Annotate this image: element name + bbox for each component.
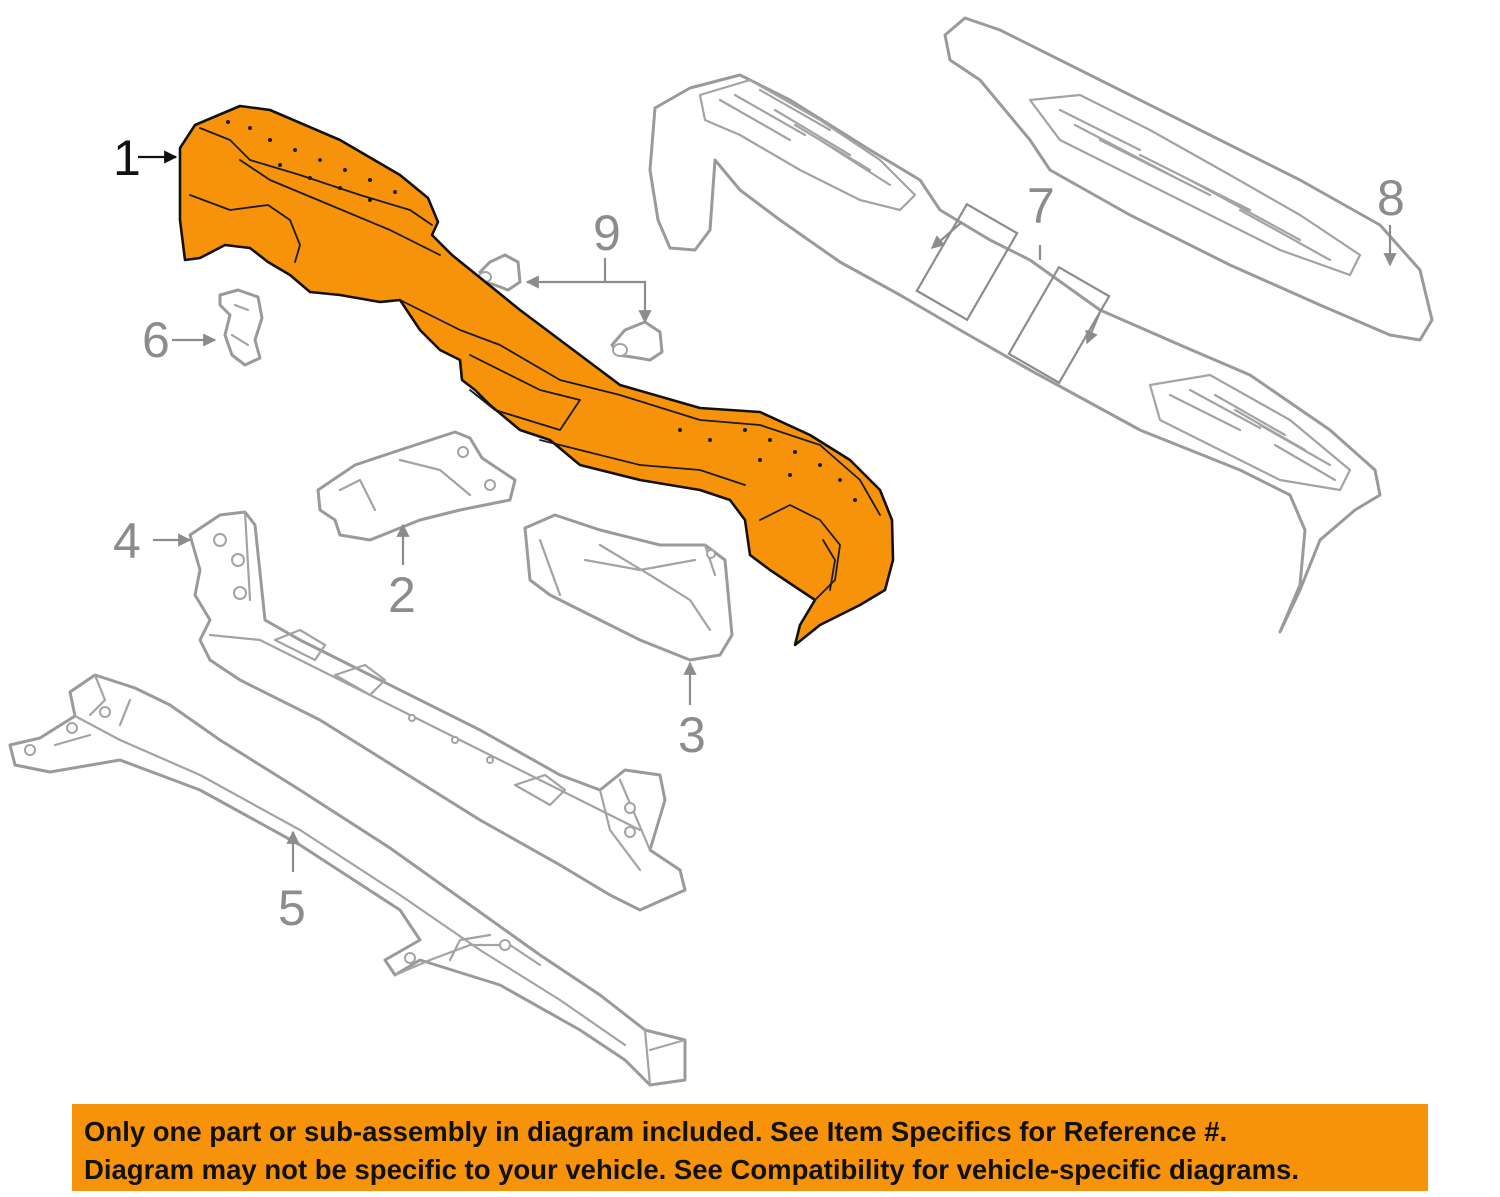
bumper-step-dots xyxy=(226,120,857,502)
part-3-bracket xyxy=(523,513,734,662)
part-5-crossmember xyxy=(8,673,687,1087)
callout-7-frame-right xyxy=(1007,265,1111,385)
part-1-rear-bumper xyxy=(178,104,895,647)
disclaimer-line-1: Only one part or sub-assembly in diagram… xyxy=(84,1116,1228,1147)
callout-8: 8 xyxy=(1377,170,1405,226)
callout-2: 2 xyxy=(388,567,416,623)
part-9-stops xyxy=(478,253,664,362)
disclaimer-banner: Only one part or sub-assembly in diagram… xyxy=(72,1104,1428,1191)
callout-3: 3 xyxy=(678,707,706,763)
part-8-step-pad xyxy=(943,16,1434,342)
leader-lines xyxy=(138,150,1397,872)
callout-5: 5 xyxy=(278,880,306,936)
callout-1: 1 xyxy=(113,130,141,186)
callout-7: 7 xyxy=(1027,178,1055,234)
callout-6: 6 xyxy=(142,312,170,368)
parts-diagram: 1 6 4 2 3 5 9 7 8 xyxy=(8,16,1434,1087)
disclaimer-line-2: Diagram may not be specific to your vehi… xyxy=(84,1154,1299,1185)
part-6-small-bracket xyxy=(218,288,264,367)
callout-4: 4 xyxy=(113,513,141,569)
callout-9: 9 xyxy=(593,205,621,261)
part-4-crossmember xyxy=(188,510,687,912)
part-2-bracket xyxy=(316,430,517,542)
